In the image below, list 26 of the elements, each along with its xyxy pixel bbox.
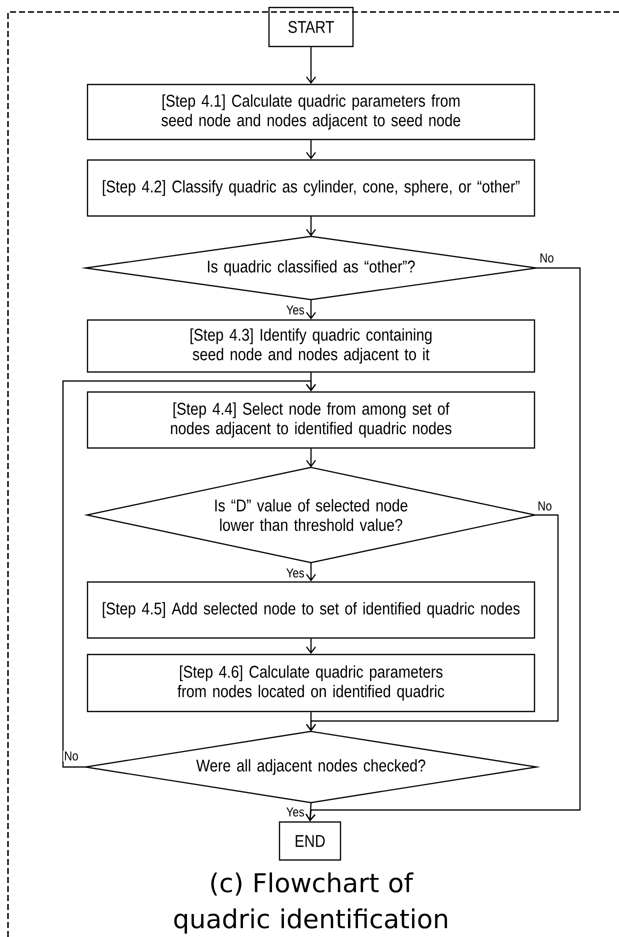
arrow <box>306 216 316 236</box>
process-box: [Step 4.5] Add selected node to set of identified quadric nodes <box>86 581 536 639</box>
arrow <box>306 140 316 160</box>
edge-label: Yes <box>285 567 306 579</box>
arrow <box>306 562 316 582</box>
terminal-box: END <box>278 821 342 861</box>
arrow <box>305 802 316 822</box>
arrow <box>306 267 581 822</box>
process-box: [Step 4.2] Classify quadric as cylinder, cone, sphere, or “other” <box>86 159 536 217</box>
arrow <box>306 712 316 732</box>
arrow <box>306 47 316 84</box>
edge-label: No <box>536 500 553 512</box>
process-box: [Step 4.3] Identify quadric containing seed node and nodes adjacent to it <box>86 319 536 373</box>
process-box: [Step 4.1] Calculate quadric parameters from seed node and nodes adjacent to seed node <box>86 84 536 140</box>
caption: (c) Flowchart of quadric identification <box>174 872 447 934</box>
process-box: [Step 4.6] Calculate quadric parameters from nodes located on identified quadric <box>86 654 536 712</box>
edge-label: Yes <box>285 304 306 316</box>
process-box: [Step 4.4] Select node from among set of nodes adjacent to identified quadric nodes <box>86 391 536 449</box>
arrow <box>306 448 316 468</box>
arrow <box>306 300 316 320</box>
terminal-box: START <box>268 6 354 48</box>
arrow <box>306 638 316 654</box>
edge-label: Yes <box>285 806 306 818</box>
arrow <box>62 380 316 768</box>
edge-label: No <box>63 750 80 762</box>
edge-label: No <box>538 252 555 264</box>
